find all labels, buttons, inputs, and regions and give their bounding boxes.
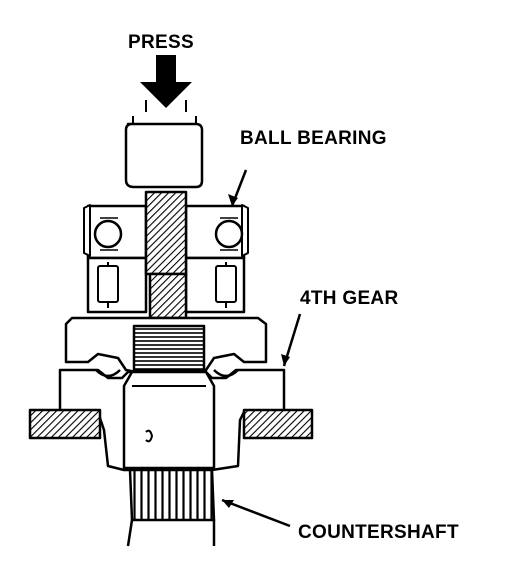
- needle-roller-right: [215, 265, 237, 303]
- bearing-ball-right: [214, 219, 244, 249]
- press-collar-lower: [148, 272, 188, 320]
- countershaft-label: COUNTERSHAFT: [298, 522, 459, 543]
- gear-hub-splines: [132, 324, 206, 372]
- support-plate-right: [242, 408, 314, 440]
- press-label: PRESS: [128, 32, 194, 53]
- support-plate-left: [28, 408, 102, 440]
- countershaft-splines: [128, 468, 216, 522]
- countershaft-body: [122, 370, 216, 470]
- ball-bearing: [83, 204, 249, 260]
- press-arrow-icon: [140, 55, 192, 112]
- press-tool: [124, 122, 204, 189]
- needle-roller-left: [97, 265, 119, 303]
- ball-bearing-label: BALL BEARING: [240, 128, 387, 149]
- needle-bearing: [86, 256, 246, 314]
- bearing-ball-left: [93, 219, 123, 249]
- press-collar-upper: [144, 190, 188, 276]
- countershaft-leader: [221, 498, 291, 528]
- fourth-gear-label: 4TH GEAR: [300, 288, 399, 309]
